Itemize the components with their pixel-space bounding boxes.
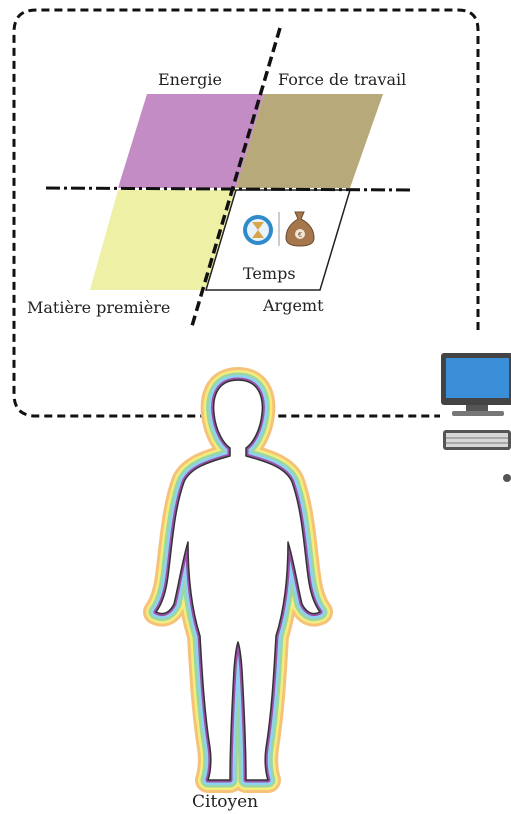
quadrant-energie (118, 94, 264, 188)
label-matiere-premiere: Matière première (27, 298, 171, 317)
quadrant-matiere-premiere (90, 190, 236, 290)
person-aura-icon (156, 380, 320, 780)
svg-text:€: € (298, 232, 302, 239)
money-bag-icon: € (278, 211, 315, 247)
quadrant-force-de-travail (236, 94, 383, 188)
dashed-frame (12, 8, 480, 418)
label-temps: Temps (243, 264, 296, 283)
diagonal-axis (190, 27, 282, 327)
label-energie: Energie (158, 70, 222, 89)
label-citoyen: Citoyen (192, 792, 259, 812)
hourglass-icon (243, 215, 273, 245)
quadrant-temps-outline (204, 189, 352, 291)
label-force-de-travail: Force de travail (278, 70, 407, 89)
computer-icon (441, 353, 511, 482)
label-argemt: Argemt (263, 296, 324, 315)
horizontal-axis (45, 186, 411, 192)
